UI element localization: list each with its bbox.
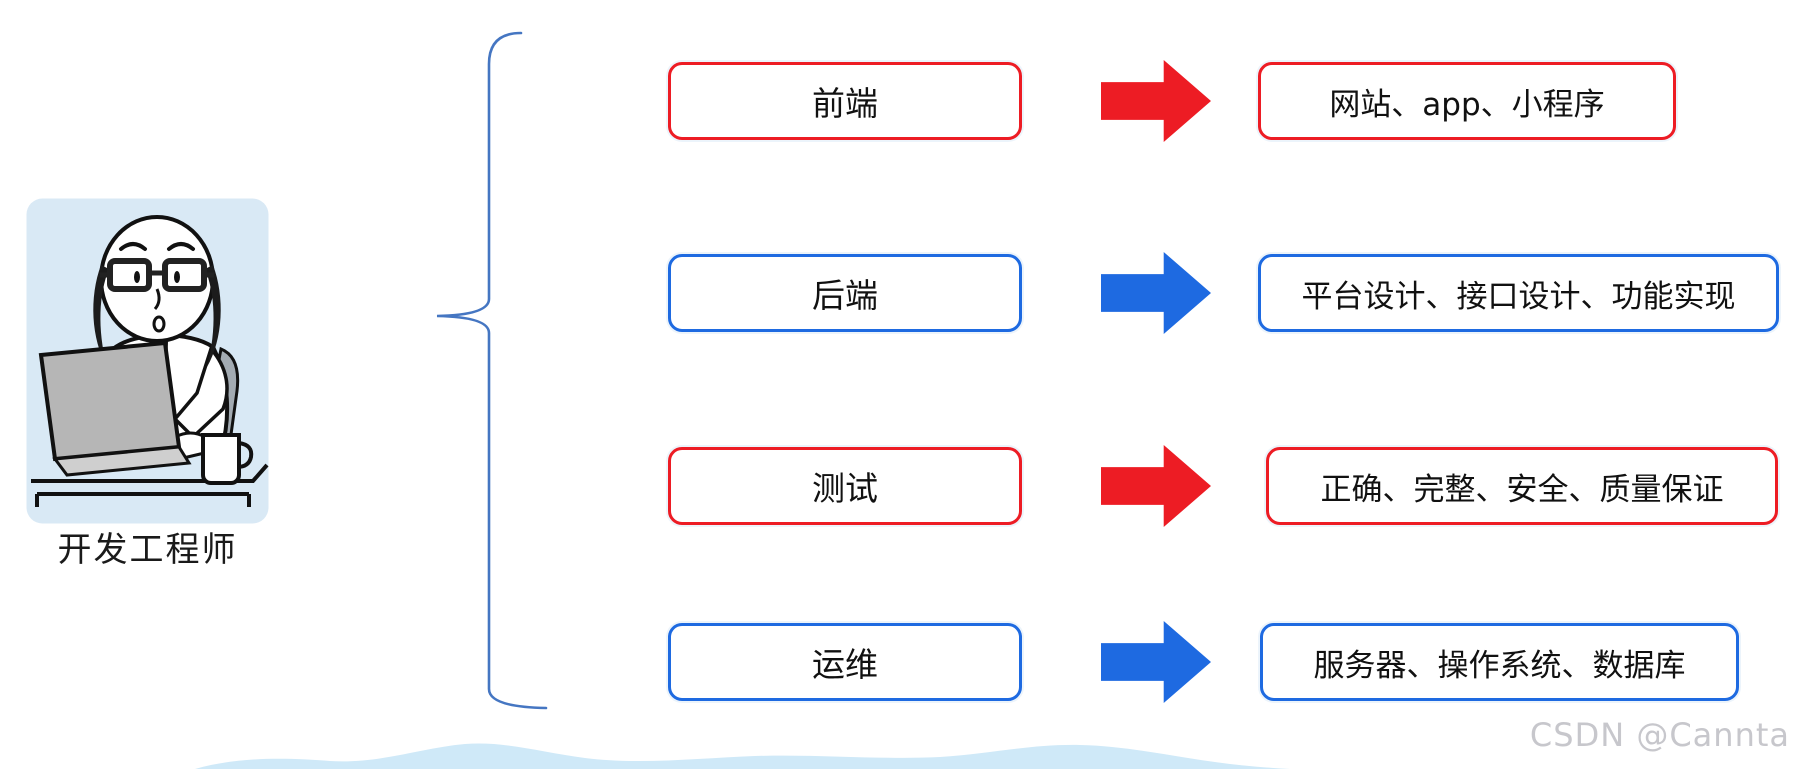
role-box-frontend: 前端 <box>668 62 1022 140</box>
outcome-box-backend: 平台设计、接口设计、功能实现 <box>1258 254 1779 332</box>
outcome-box-testing: 正确、完整、安全、质量保证 <box>1266 447 1778 525</box>
outcome-label: 网站、app、小程序 <box>1329 86 1605 123</box>
developer-at-laptop-icon <box>26 198 269 524</box>
role-box-testing: 测试 <box>668 447 1022 525</box>
outcome-box-ops: 服务器、操作系统、数据库 <box>1260 623 1739 701</box>
outcome-label: 服务器、操作系统、数据库 <box>1313 647 1686 684</box>
left-curly-brace <box>436 31 548 710</box>
developer-figure <box>25 197 270 525</box>
role-box-ops: 运维 <box>668 623 1022 701</box>
role-label: 前端 <box>812 84 878 123</box>
role-box-backend: 后端 <box>668 254 1022 332</box>
role-label: 后端 <box>812 276 878 315</box>
role-label: 测试 <box>812 469 878 508</box>
developer-label: 开发工程师 <box>57 530 238 570</box>
outcome-label: 平台设计、接口设计、功能实现 <box>1301 278 1736 315</box>
outcome-label: 正确、完整、安全、质量保证 <box>1320 471 1724 508</box>
outcome-box-frontend: 网站、app、小程序 <box>1258 62 1676 140</box>
cloud-decoration <box>195 743 1290 769</box>
role-label: 运维 <box>812 645 878 684</box>
watermark-text: CSDN @Cannta <box>1529 716 1790 754</box>
